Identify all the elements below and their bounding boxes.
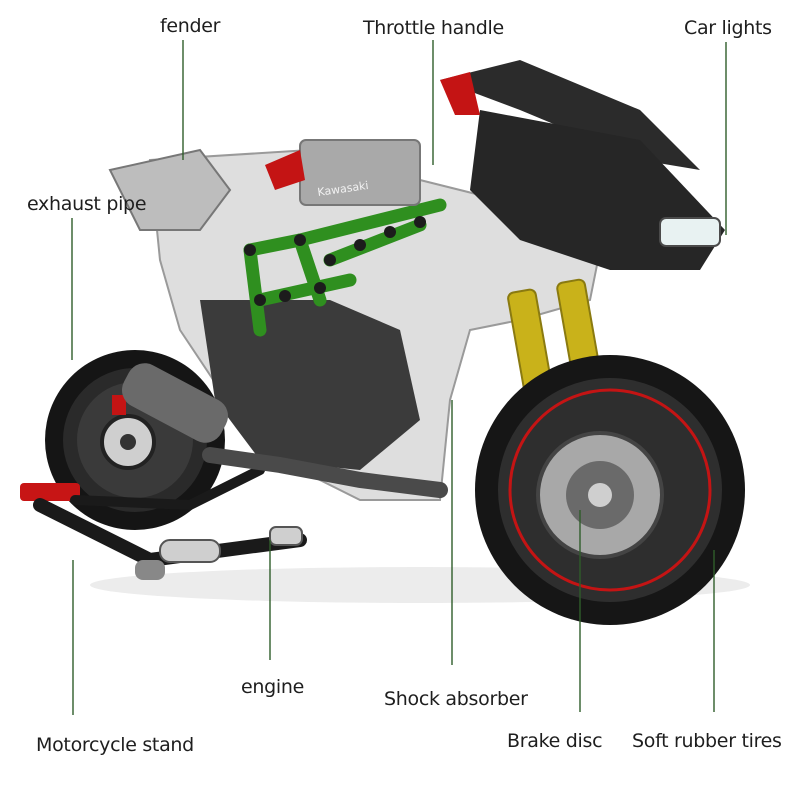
motorcycle-stand-shape bbox=[20, 465, 307, 580]
label-exhaust-pipe: exhaust pipe bbox=[27, 193, 147, 215]
label-car-lights: Car lights bbox=[684, 17, 772, 39]
label-soft-rubber-tires: Soft rubber tires bbox=[632, 730, 782, 752]
label-brake-disc: Brake disc bbox=[507, 730, 603, 752]
headlight bbox=[659, 217, 721, 247]
frame-joints bbox=[244, 216, 426, 306]
leader-lines bbox=[71, 40, 727, 715]
engine-block bbox=[200, 300, 420, 470]
label-engine: engine bbox=[241, 676, 305, 698]
front-wheel bbox=[475, 355, 745, 625]
front-red-accent bbox=[440, 72, 480, 115]
label-fender: fender bbox=[160, 15, 221, 37]
exhaust bbox=[121, 363, 448, 498]
label-throttle-handle: Throttle handle bbox=[363, 17, 504, 39]
tail-red-accent bbox=[265, 150, 305, 190]
rear-tail bbox=[108, 148, 232, 231]
label-shock-absorber: Shock absorber bbox=[384, 688, 528, 710]
label-motorcycle-stand: Motorcycle stand bbox=[36, 734, 194, 756]
